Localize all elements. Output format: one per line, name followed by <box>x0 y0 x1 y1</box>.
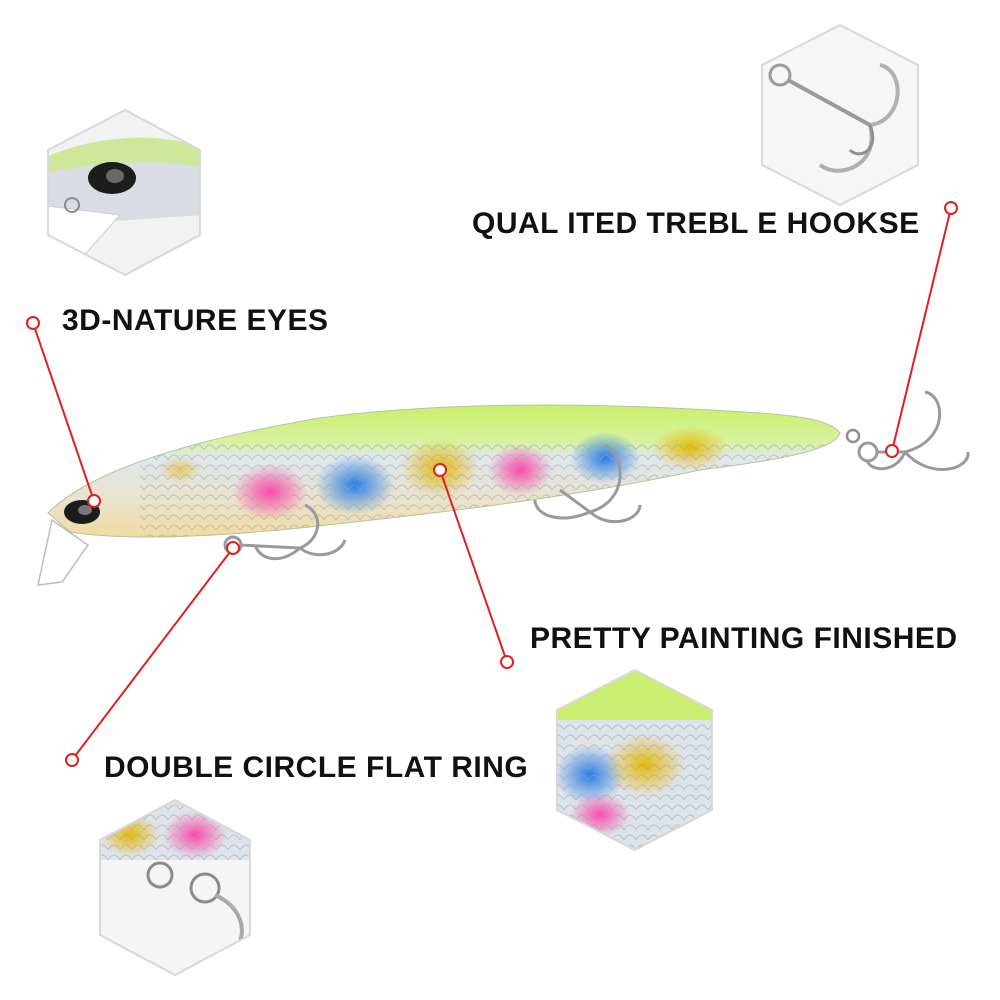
callout-treble-hooks: QUAL ITED TREBL E HOOKSE <box>472 207 920 240</box>
callout-flat-ring: DOUBLE CIRCLE FLAT RING <box>104 751 529 784</box>
diving-lip <box>37 518 90 586</box>
leader-lines <box>32 207 952 761</box>
treble-hook-inset <box>761 23 919 207</box>
rear-treble-hook <box>857 390 970 471</box>
callout-nature-eyes: 3D-NATURE EYES <box>62 304 329 337</box>
paint-closeup-inset <box>556 668 713 852</box>
middle-treble-hook <box>533 443 642 524</box>
leader-dots <box>26 201 958 767</box>
split-ring-inset <box>99 798 251 977</box>
eye-closeup-inset <box>47 108 201 277</box>
front-treble-hook <box>223 503 347 560</box>
callout-painting: PRETTY PAINTING FINISHED <box>530 622 958 655</box>
fishing-lure <box>37 390 970 586</box>
